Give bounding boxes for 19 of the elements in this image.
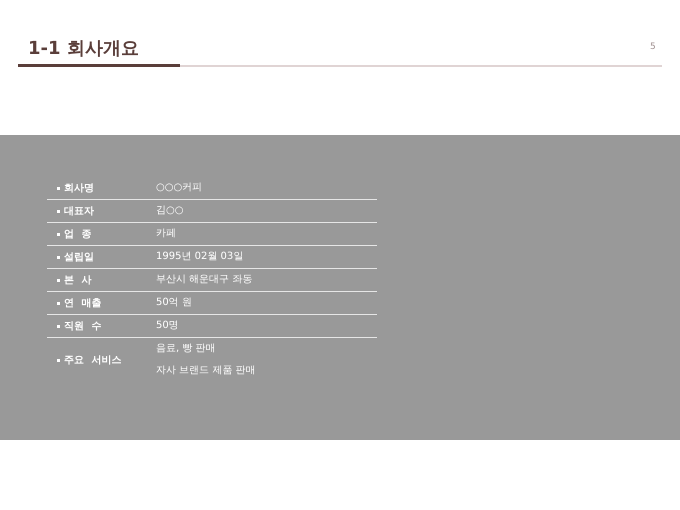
- field-value: 50명: [156, 319, 180, 333]
- field-value: 50억 원: [156, 296, 193, 310]
- field-value: 김○○: [156, 204, 184, 218]
- field-value: 1995년 02월 03일: [156, 250, 244, 264]
- field-value: 카페: [156, 227, 177, 241]
- field-value: 음료, 빵 판매: [156, 342, 217, 356]
- field-label: 회사명: [64, 183, 94, 194]
- field-label: 주요 서비스: [64, 355, 122, 366]
- field-label: 대표자: [64, 206, 94, 217]
- field-value: 부산시 해운대구 좌동: [156, 273, 254, 287]
- field-value: ○○○커피: [156, 181, 204, 195]
- field-value: 자사 브랜드 제품 판매: [156, 364, 257, 378]
- field-label: 연 매출: [64, 298, 102, 309]
- field-label: 직원 수: [64, 321, 102, 332]
- field-label: 업 종: [64, 229, 92, 240]
- field-label: 본 사: [64, 275, 92, 286]
- field-label: 설립일: [64, 252, 94, 263]
- page-number: 5: [650, 42, 656, 52]
- page-title: 1-1 회사개요: [28, 37, 139, 60]
